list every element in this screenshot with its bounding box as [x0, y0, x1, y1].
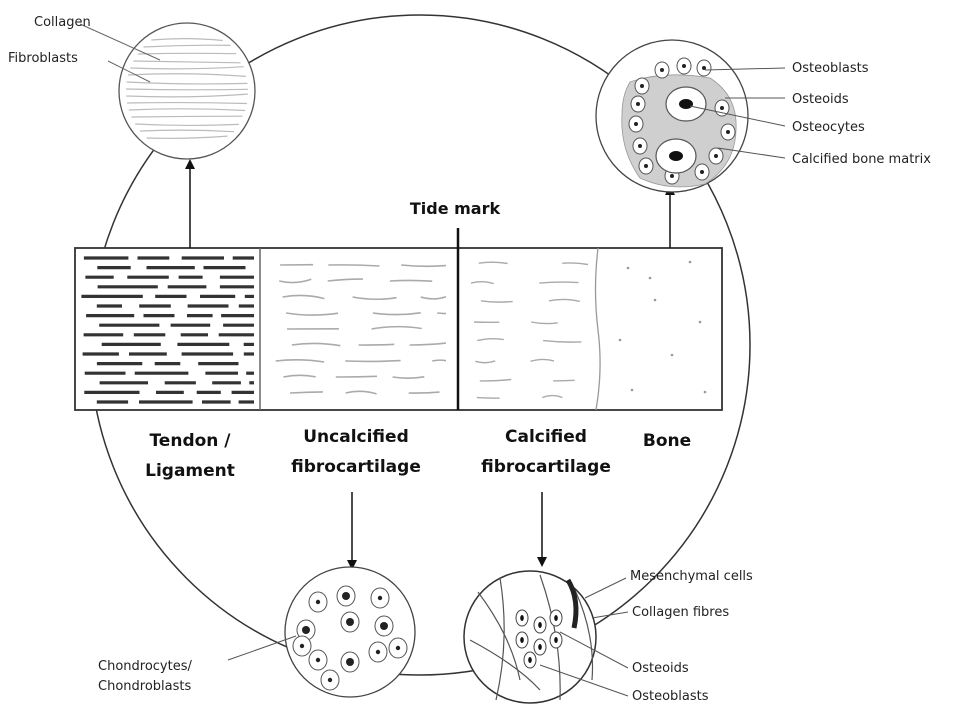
- tide-mark-label: Tide mark: [410, 199, 501, 218]
- label-mesenchymal: Mesenchymal cells: [630, 569, 753, 584]
- label-chondrocytes-line1: Chondrocytes/: [98, 659, 192, 674]
- zone-uncalcified-line2: fibrocartilage: [291, 457, 421, 477]
- leader-chondrocytes: [228, 636, 296, 660]
- osteoblast-nucleus: [520, 615, 524, 621]
- osteoblast-nucleus: [538, 622, 542, 628]
- bone-dot: [699, 321, 702, 324]
- label-collagen: Collagen: [34, 15, 91, 30]
- osteoblast-nucleus: [638, 144, 642, 148]
- leader-collagen-fibres: [592, 612, 628, 618]
- chondrocyte-nucleus: [316, 600, 320, 604]
- inset-calcified: Mesenchymal cells Collagen fibres Osteoi…: [464, 569, 753, 704]
- osteocyte-nucleus: [669, 151, 683, 161]
- uncalcified-fibre: [437, 313, 446, 314]
- bone-dot: [671, 354, 674, 357]
- zone-calcified-line1: Calcified: [505, 427, 587, 447]
- bone-dot: [704, 391, 707, 394]
- bone-dot: [649, 277, 652, 280]
- chondrocyte-nucleus: [346, 618, 354, 626]
- osteoblast-nucleus: [554, 615, 558, 621]
- chondrocyte-nucleus: [378, 596, 382, 600]
- inset-bone: Osteoblasts Osteoids Osteocytes Calcifie…: [596, 40, 931, 192]
- label-osteoblasts-top: Osteoblasts: [792, 61, 869, 76]
- leader-mesenchymal: [585, 578, 626, 598]
- bone-dot: [627, 267, 630, 270]
- label-osteoids-top: Osteoids: [792, 92, 849, 107]
- osteoblast-nucleus: [554, 637, 558, 643]
- osteoblast-nucleus: [644, 164, 648, 168]
- osteoblast-nucleus: [520, 637, 524, 643]
- chondrocyte-nucleus: [300, 644, 304, 648]
- label-osteocytes-top: Osteocytes: [792, 120, 865, 135]
- bone-dot: [689, 261, 692, 264]
- uncalcified-fibre: [336, 376, 377, 377]
- osteoblast-nucleus: [700, 170, 704, 174]
- label-osteoids-bottom: Osteoids: [632, 661, 689, 676]
- uncalcified-fibre: [345, 361, 400, 362]
- osteoblast-nucleus: [714, 154, 718, 158]
- osteoblast-nucleus: [726, 130, 730, 134]
- chondrocyte-nucleus: [380, 622, 388, 630]
- chondrocyte-nucleus: [342, 592, 350, 600]
- bone-dot: [631, 389, 634, 392]
- chondrocyte-nucleus: [328, 678, 332, 682]
- label-calcified-bone-matrix: Calcified bone matrix: [792, 152, 931, 167]
- osteoblast-nucleus: [528, 657, 532, 663]
- osteoblast-nucleus: [682, 64, 686, 68]
- osteoblast-nucleus: [670, 174, 674, 178]
- uncalcified-fibre: [359, 344, 395, 345]
- tissue-strip: [75, 228, 722, 410]
- zone-bone: Bone: [643, 431, 691, 451]
- zone-tendon-line1: Tendon /: [149, 431, 231, 451]
- inset-fibre: [138, 53, 236, 54]
- inset-calcified-circle: [464, 571, 596, 703]
- label-collagen-fibres: Collagen fibres: [632, 605, 729, 620]
- strip-outline: [75, 248, 722, 410]
- chondrocyte-nucleus: [316, 658, 320, 662]
- label-osteoblasts-bottom: Osteoblasts: [632, 689, 709, 704]
- bone-dot: [619, 339, 622, 342]
- inset-tendon: Collagen Fibroblasts: [8, 15, 255, 159]
- osteoblast-nucleus: [720, 106, 724, 110]
- zone-uncalcified-line1: Uncalcified: [303, 427, 409, 447]
- chondrocyte-nucleus: [346, 658, 354, 666]
- zone-labels: Tendon / Ligament Uncalcified fibrocarti…: [145, 427, 691, 481]
- osteocyte-nucleus: [679, 99, 693, 109]
- uncalcified-fibre: [432, 360, 446, 361]
- label-fibroblasts: Fibroblasts: [8, 51, 78, 66]
- osteoblast-nucleus: [538, 644, 542, 650]
- chondrocyte-nucleus: [396, 646, 400, 650]
- osteoblast-nucleus: [702, 66, 706, 70]
- chondrocyte-nucleus: [376, 650, 380, 654]
- bone-dot: [654, 299, 657, 302]
- osteoblast-nucleus: [634, 122, 638, 126]
- osteoblast-nucleus: [660, 68, 664, 72]
- zone-calcified-line2: fibrocartilage: [481, 457, 611, 477]
- osteoblast-nucleus: [636, 102, 640, 106]
- label-chondrocytes-line2: Chondroblasts: [98, 679, 191, 694]
- osteoblast-nucleus: [640, 84, 644, 88]
- chondrocyte-nucleus: [302, 626, 310, 634]
- zone-tendon-line2: Ligament: [145, 461, 235, 481]
- uncalcified-fibre: [390, 280, 432, 281]
- calcified-fibre: [553, 380, 574, 381]
- calcified-fibre: [477, 398, 500, 399]
